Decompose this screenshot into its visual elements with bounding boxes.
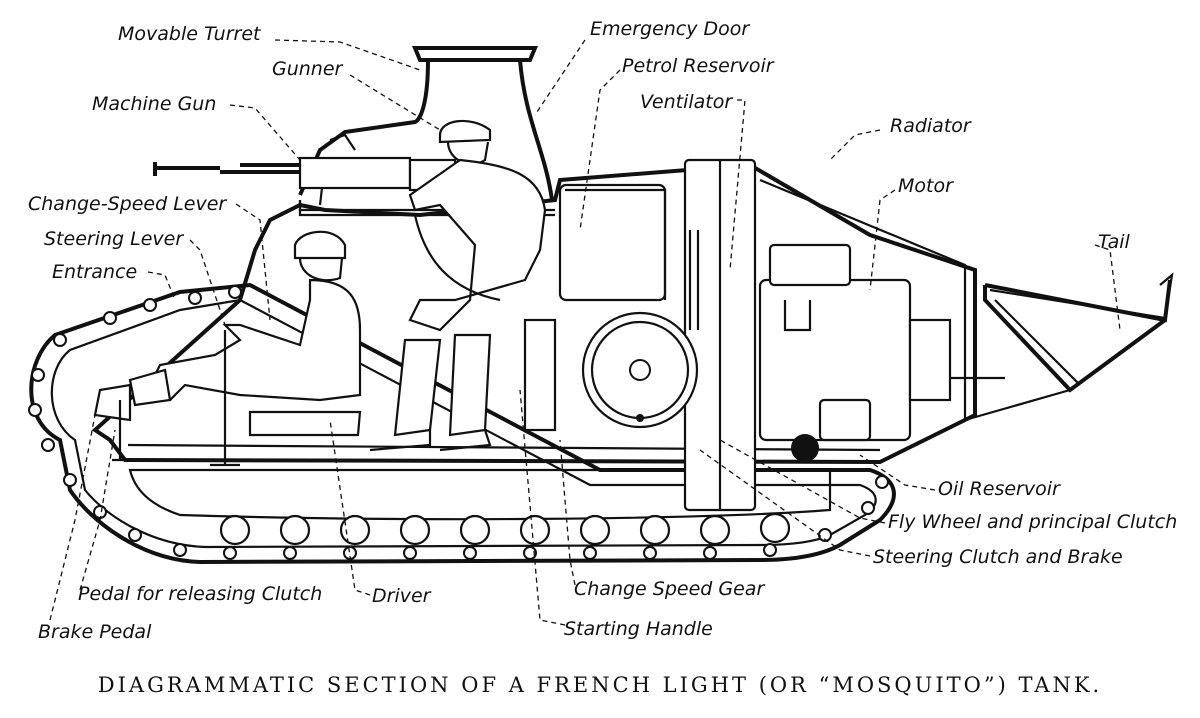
label-driver: Driver [372,585,432,607]
label-steering-clutch: Steering Clutch and Brake [873,546,1123,568]
label-change-speed-gear: Change Speed Gear [574,578,765,600]
gunner-figure [369,119,547,452]
label-starting-handle: Starting Handle [564,618,713,640]
tail [964,272,1174,422]
label-motor: Motor [898,175,954,197]
label-pedal-clutch: Pedal for releasing Clutch [78,583,322,605]
label-ventilator: Ventilator [640,91,733,113]
label-brake-pedal: Brake Pedal [38,621,152,643]
driver-figure [93,230,362,467]
label-machine-gun: Machine Gun [92,93,216,115]
engine-compartment [523,158,1005,512]
label-steering-lever: Steering Lever [44,228,184,250]
road-wheels [219,512,791,546]
label-change-speed-lever: Change-Speed Lever [28,193,227,215]
label-tail: Tail [1098,231,1131,253]
label-emergency-door: Emergency Door [590,18,750,40]
leader-lines [49,39,1121,626]
label-petrol-reservoir: Petrol Reservoir [622,55,775,77]
label-gunner: Gunner [272,58,344,80]
labels: Movable Turret Gunner Machine Gun Change… [28,18,1177,643]
label-entrance: Entrance [52,261,137,283]
label-fly-wheel: Fly Wheel and principal Clutch [888,511,1177,533]
label-oil-reservoir: Oil Reservoir [938,478,1061,500]
label-radiator: Radiator [890,115,972,137]
flywheel [581,311,699,429]
diagram-caption: DIAGRAMMATIC SECTION OF A FRENCH LIGHT (… [98,673,1102,697]
track-links [28,285,889,560]
label-movable-turret: Movable Turret [118,23,262,45]
